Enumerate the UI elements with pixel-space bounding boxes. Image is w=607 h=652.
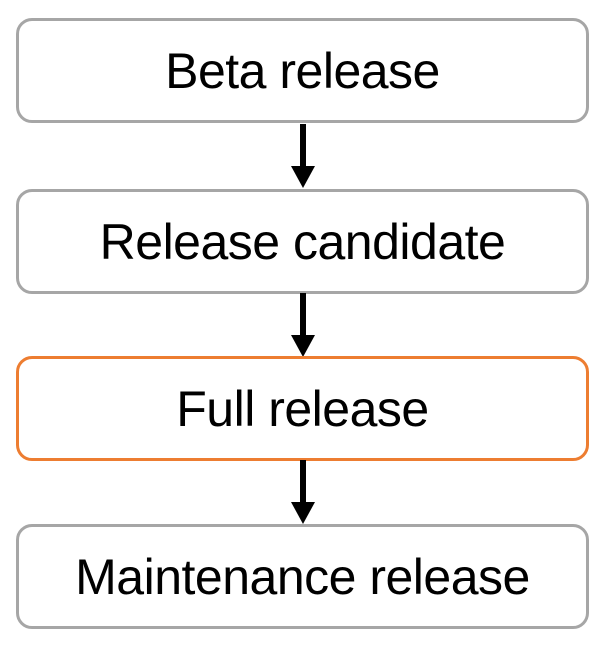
node-label: Maintenance release [75, 548, 530, 605]
flow-node-maintenance-release: Maintenance release [16, 524, 589, 629]
node-label: Beta release [165, 42, 440, 99]
down-arrow-icon [289, 460, 317, 524]
down-arrow-icon [289, 124, 317, 188]
node-label: Full release [176, 380, 429, 437]
down-arrow-icon [289, 293, 317, 357]
flow-node-full-release: Full release [16, 356, 589, 461]
flow-node-release-candidate: Release candidate [16, 189, 589, 294]
node-label: Release candidate [99, 213, 506, 270]
flow-node-beta-release: Beta release [16, 18, 589, 123]
